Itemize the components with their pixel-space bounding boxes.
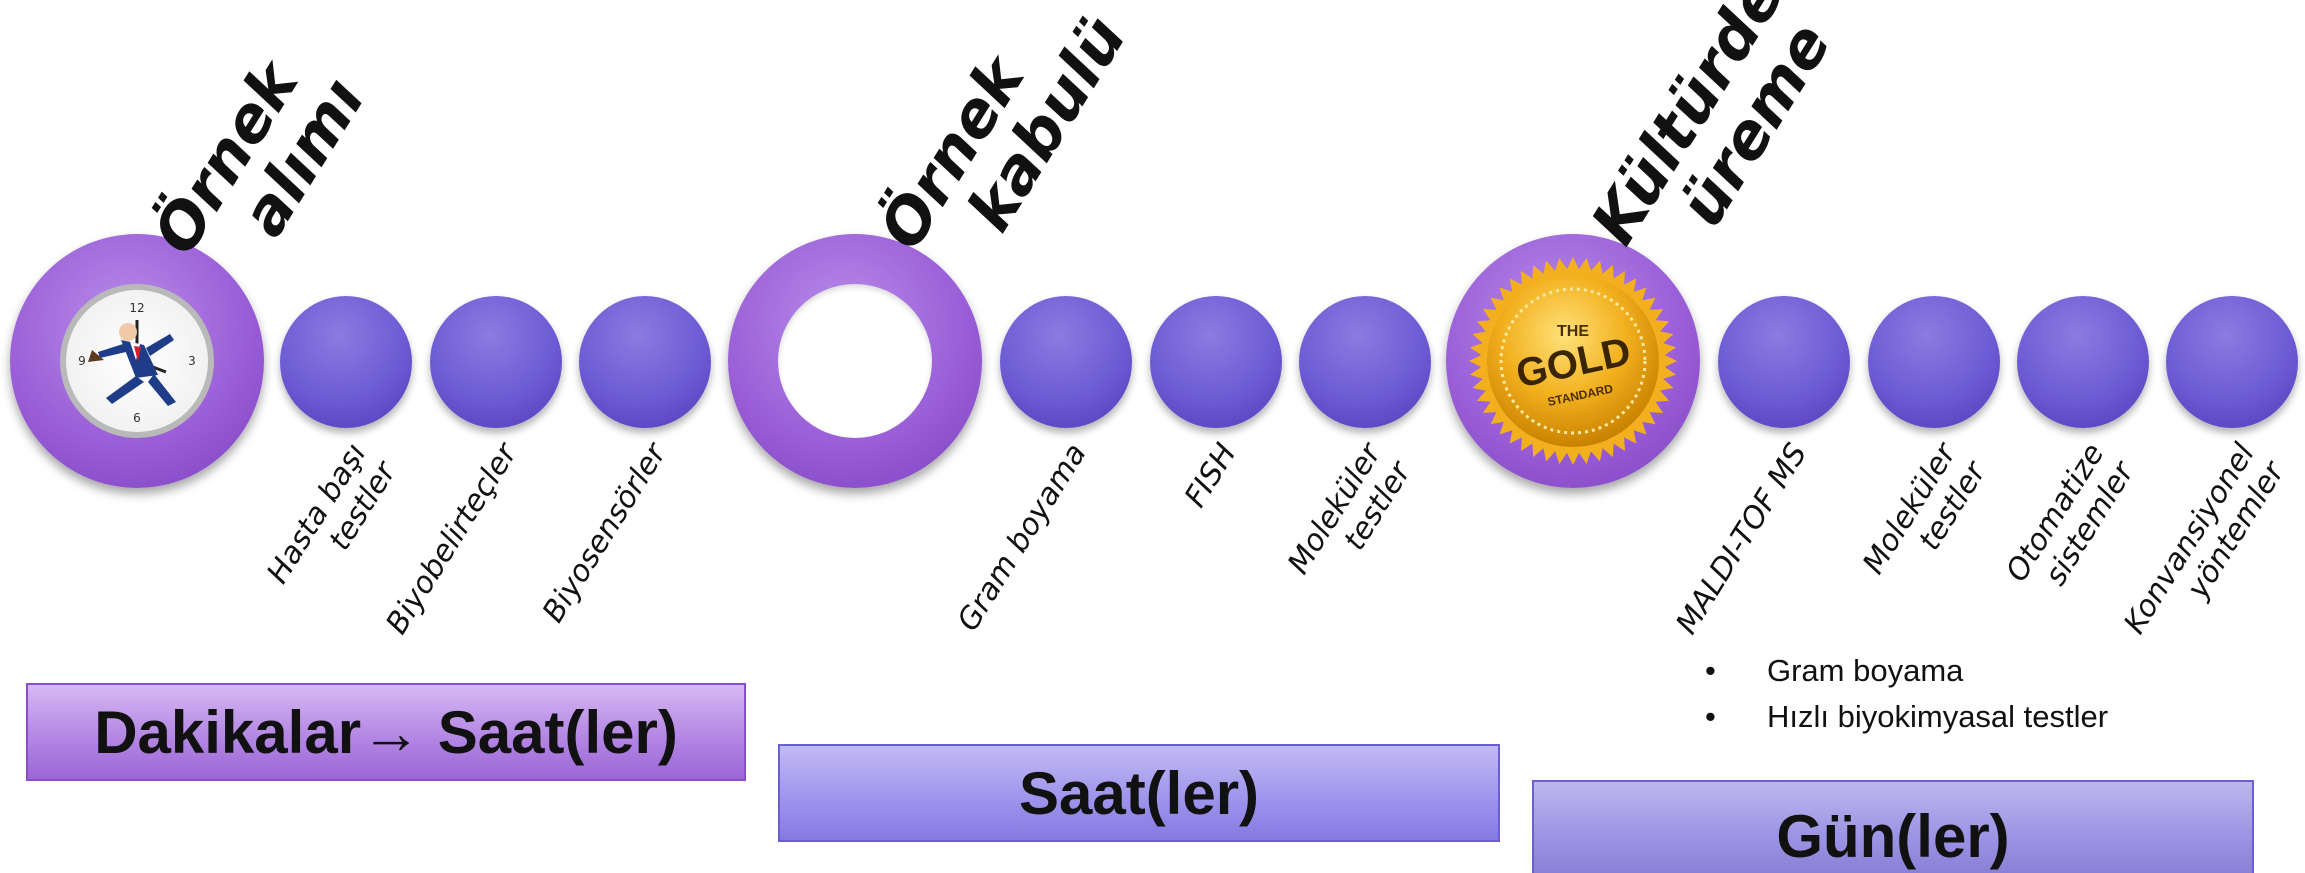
- step-label-line1: FISH: [1178, 437, 1244, 514]
- step-circle-molecular-tests: [1299, 296, 1431, 428]
- list-item-text: Hızlı biyokimyasal testler: [1767, 699, 2109, 734]
- culture-methods-list: • Gram boyama • Hızlı biyokimyasal testl…: [1705, 648, 2108, 740]
- time-box-minutes-hours: Dakikalar→ Saat(ler): [26, 683, 746, 781]
- step-label-gram-stain: Gram boyama: [950, 437, 1095, 638]
- step-circle-maldi-tof: [1718, 296, 1850, 428]
- running-man-clock-icon: 12 3 6 9: [78, 301, 196, 425]
- step-label-point-of-care: Hasta başı testler: [261, 437, 403, 608]
- svg-text:6: 6: [133, 411, 141, 425]
- milestone-label-culture-growth: Kültürde üreme: [1577, 0, 1850, 289]
- milestone-label-sample-acceptance: Örnek kabulü: [865, 0, 1141, 294]
- step-label-molecular-tests: Moleküler testler: [1281, 437, 1418, 599]
- list-item: • Hızlı biyokimyasal testler: [1705, 694, 2108, 740]
- step-label-line1: Biyobelirteçler: [378, 437, 524, 641]
- list-item-text: Gram boyama: [1767, 653, 1964, 688]
- svg-text:3: 3: [188, 354, 196, 368]
- step-circle-molecular-tests-2: [1868, 296, 2000, 428]
- step-label-molecular-tests-2: Moleküler testler: [1856, 437, 1993, 599]
- step-circle-point-of-care: [280, 296, 412, 428]
- milestone-circle-sample-acceptance: [728, 234, 982, 488]
- time-box-label: Dakikalar→ Saat(ler): [94, 698, 678, 766]
- milestone-ring-hole: [778, 284, 932, 438]
- step-label-fish: FISH: [1178, 437, 1244, 514]
- clock-illustration: 12 3 6 9: [60, 284, 214, 438]
- time-box-label: Gün(ler): [1776, 803, 2010, 870]
- step-label-automated-systems: Otomatize sistemler: [2000, 437, 2142, 607]
- gold-standard-seal: THE GOLD STANDARD: [1466, 254, 1680, 468]
- step-label-line1: Biyosensörler: [536, 437, 674, 629]
- step-circle-conventional-methods: [2166, 296, 2298, 428]
- step-label-maldi-tof: MALDI-TOF MS: [1668, 437, 1814, 641]
- step-label-line1: MALDI-TOF MS: [1668, 437, 1814, 641]
- step-circle-automated-systems: [2017, 296, 2149, 428]
- milestone-circle-culture-growth: THE GOLD STANDARD: [1446, 234, 1700, 488]
- step-circle-fish: [1150, 296, 1282, 428]
- step-label-line1: Gram boyama: [950, 437, 1094, 638]
- list-item: • Gram boyama: [1705, 648, 2108, 694]
- time-box-label: Saat(ler): [1018, 759, 1260, 827]
- seal-text-top: THE: [1557, 323, 1589, 340]
- svg-text:9: 9: [78, 354, 86, 368]
- step-circle-gram-stain: [1000, 296, 1132, 428]
- time-box-hours: Saat(ler): [778, 744, 1500, 842]
- milestone-circle-sample-collection: 12 3 6 9: [10, 234, 264, 488]
- step-label-biosensors: Biyosensörler: [536, 437, 674, 629]
- time-box-days: Gün(ler): [1532, 780, 2254, 873]
- bullet-marker: •: [1705, 653, 1716, 688]
- step-circle-biosensors: [579, 296, 711, 428]
- bullet-marker: •: [1705, 699, 1716, 734]
- step-label-biomarkers: Biyobelirteçler: [378, 437, 524, 641]
- gold-seal-icon: THE GOLD STANDARD: [1469, 257, 1677, 465]
- svg-text:12: 12: [129, 301, 144, 315]
- step-circle-biomarkers: [430, 296, 562, 428]
- step-label-conventional-methods: Konvansiyonel yöntemler: [2117, 437, 2292, 659]
